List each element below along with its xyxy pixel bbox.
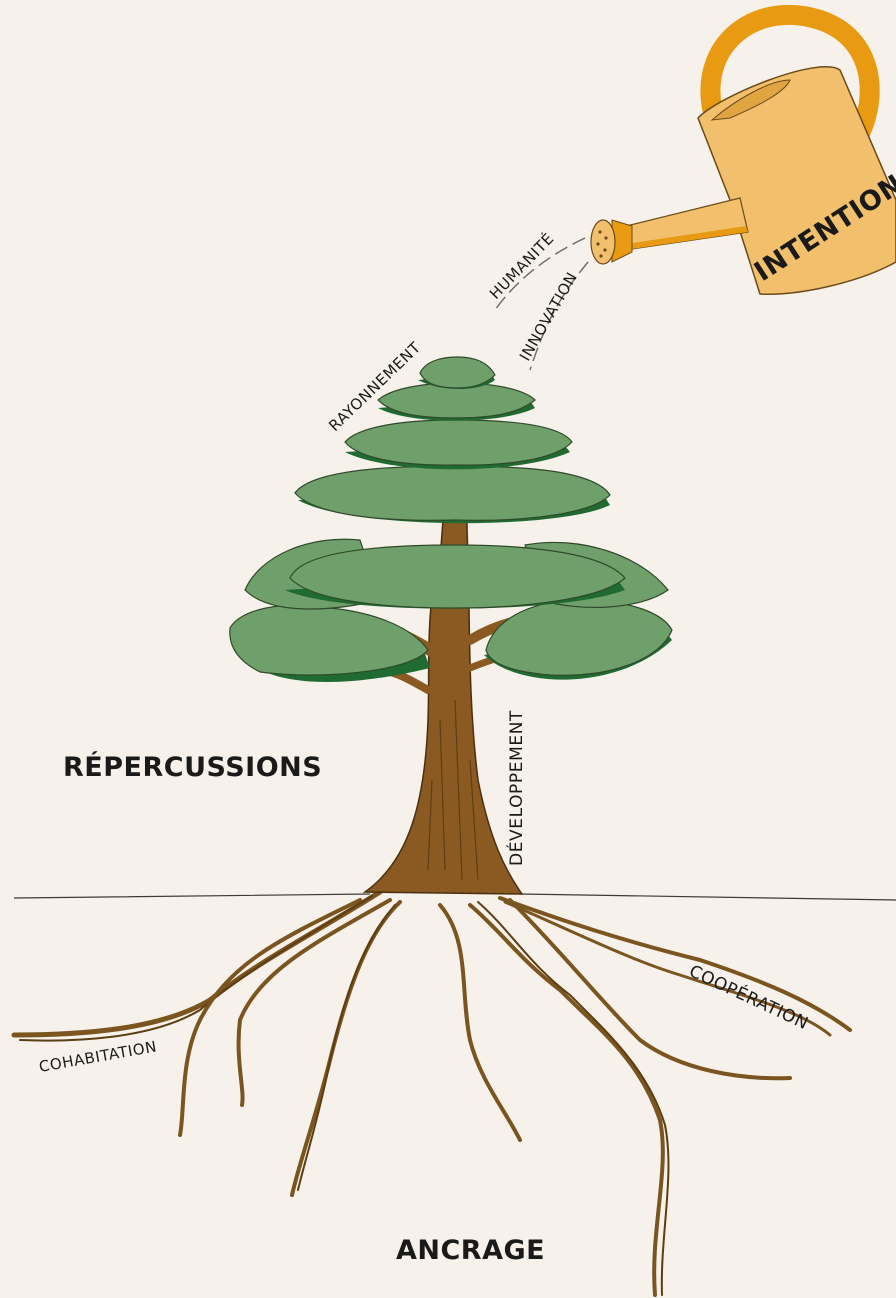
label-cohabitation: COHABITATION bbox=[38, 1037, 159, 1075]
label-ancrage: ANCRAGE bbox=[396, 1235, 545, 1266]
ground-line bbox=[14, 894, 896, 900]
watering-can-spout bbox=[618, 198, 748, 250]
label-humanite: HUMANITÉ bbox=[485, 229, 557, 303]
label-developpement: DÉVELOPPEMENT bbox=[505, 710, 527, 866]
watering-can: INTENTIONS bbox=[591, 15, 896, 294]
label-repercussions: RÉPERCUSSIONS bbox=[63, 751, 322, 783]
label-innovation: INNOVATION bbox=[516, 269, 581, 364]
label-rayonnement: RAYONNEMENT bbox=[325, 338, 424, 435]
